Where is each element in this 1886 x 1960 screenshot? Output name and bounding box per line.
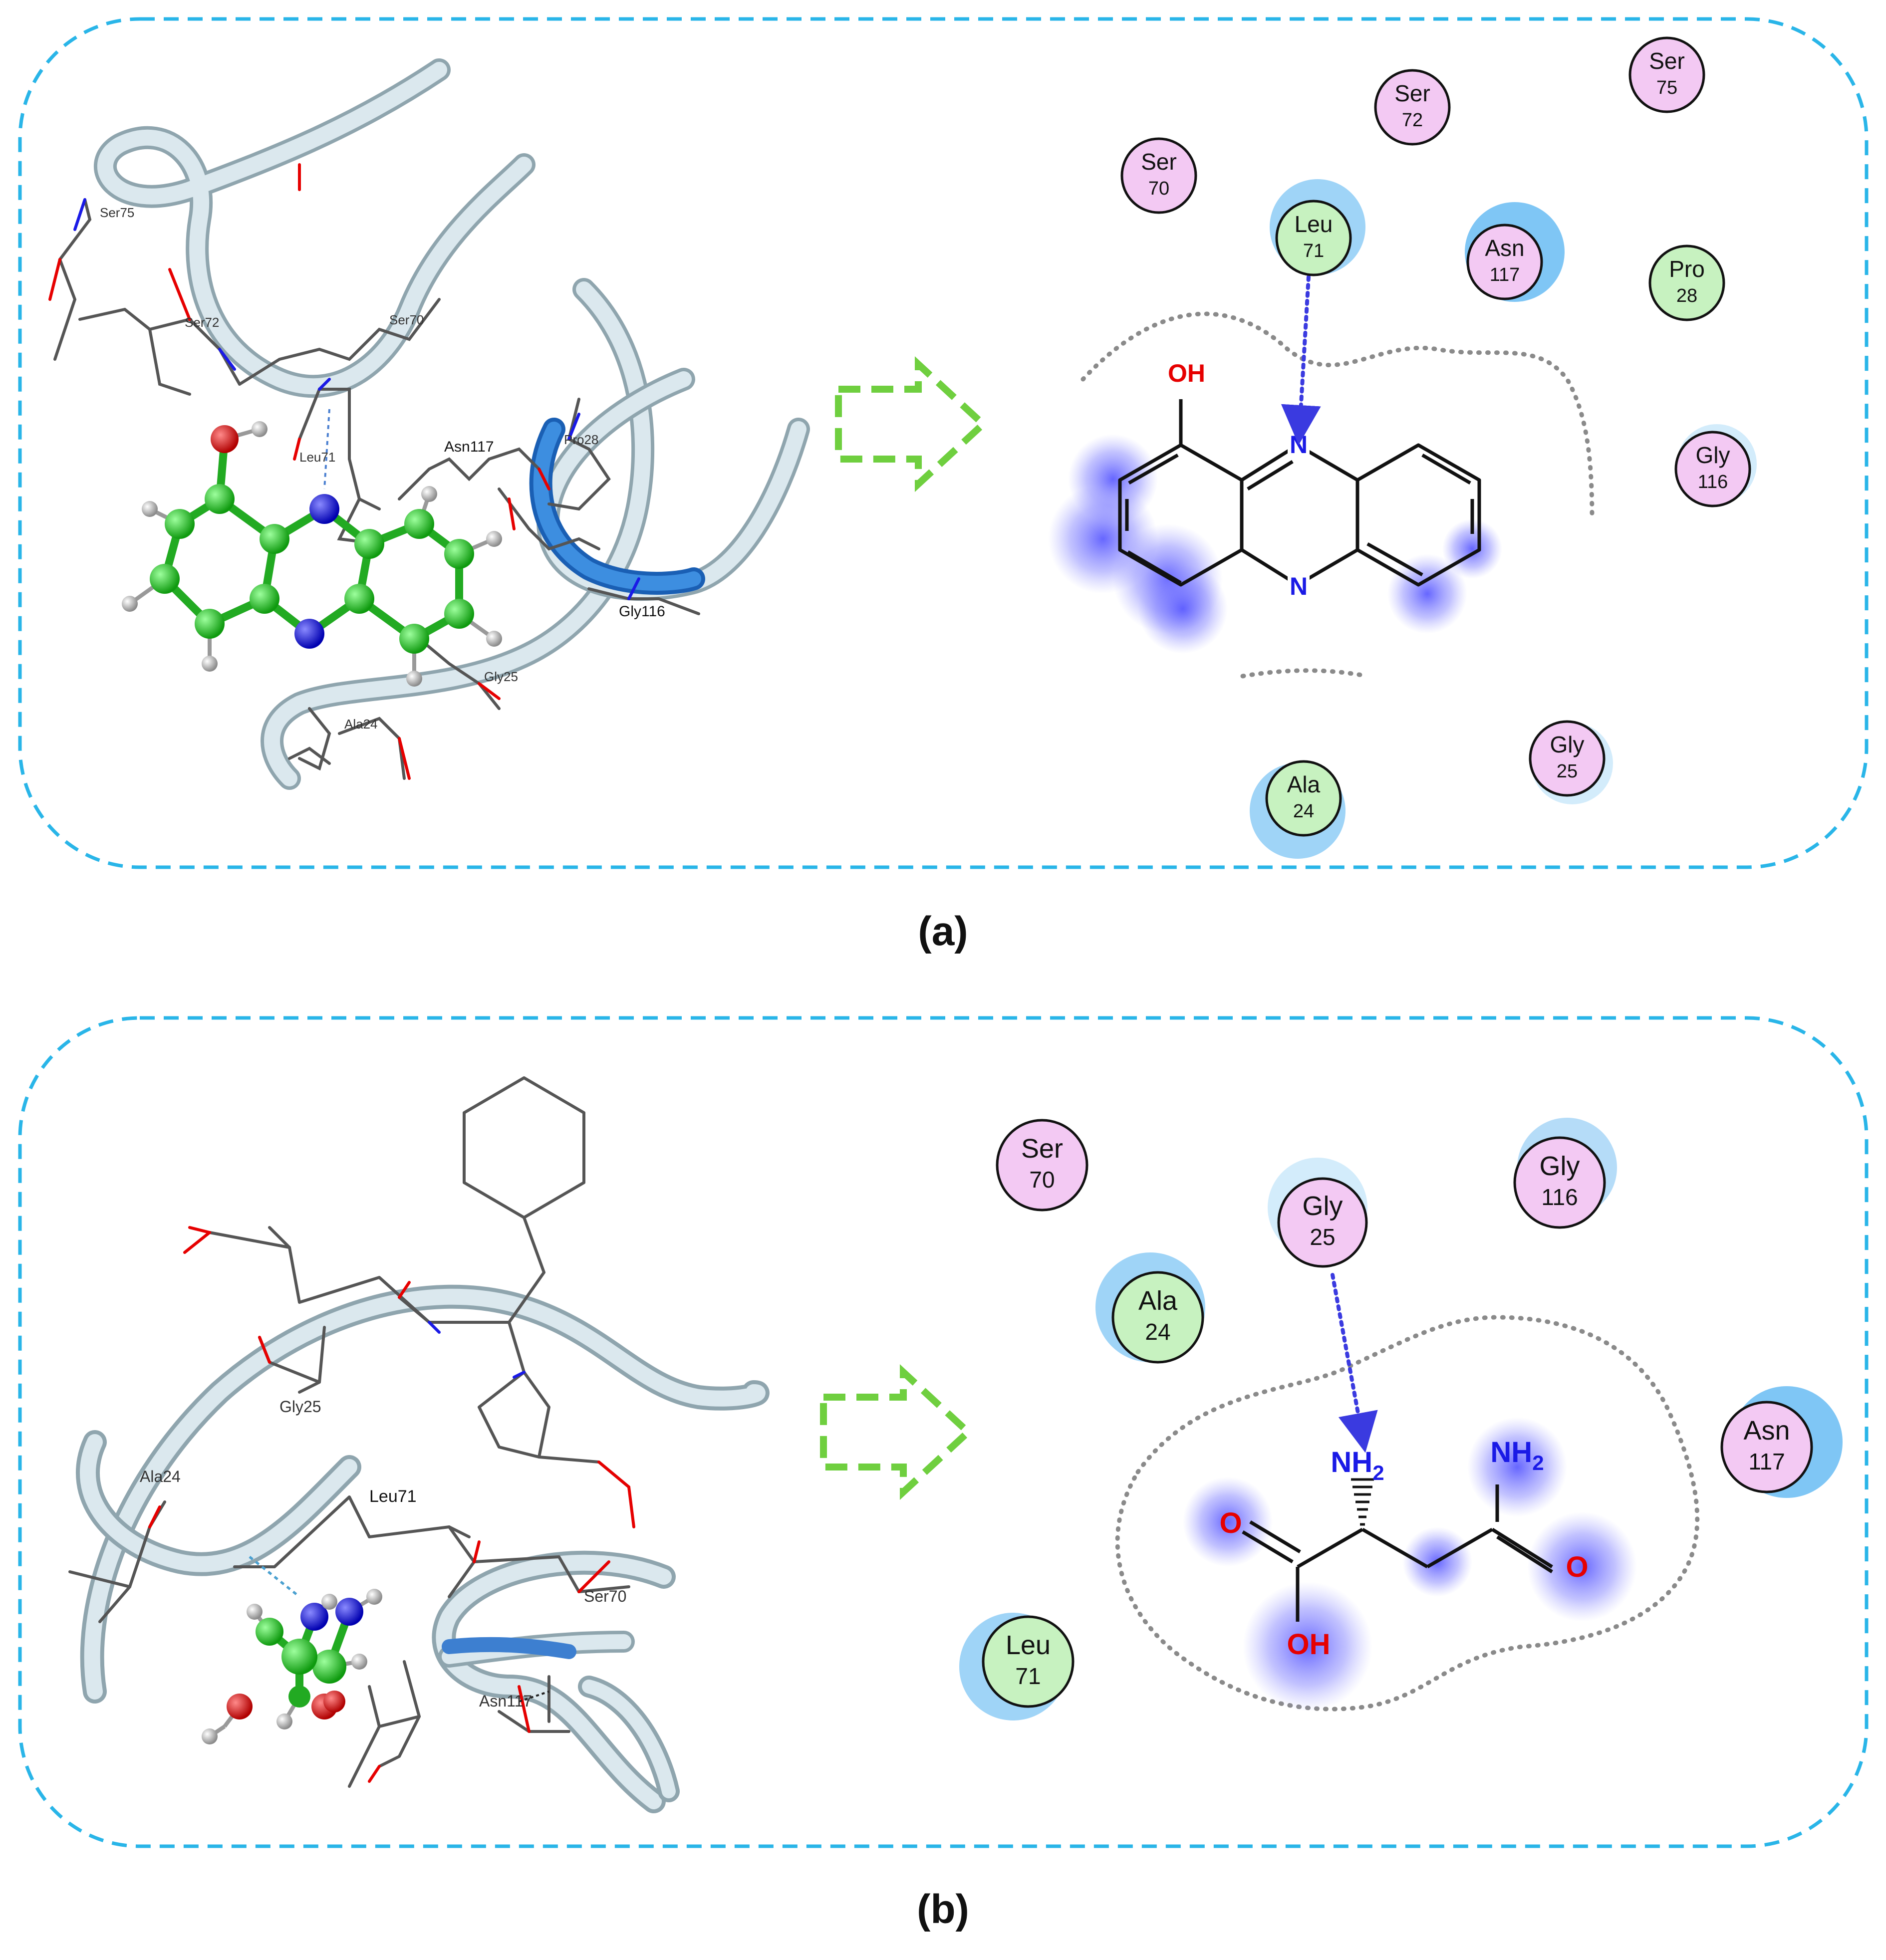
svg-text:Leu: Leu xyxy=(1006,1630,1051,1660)
atom-oh-acid: OH xyxy=(1287,1628,1331,1661)
svg-text:Ser: Ser xyxy=(1141,149,1177,175)
svg-text:70: 70 xyxy=(1029,1167,1055,1193)
svg-text:Asn: Asn xyxy=(1743,1416,1790,1446)
svg-text:25: 25 xyxy=(1310,1224,1335,1250)
svg-text:117: 117 xyxy=(1748,1449,1785,1474)
svg-text:71: 71 xyxy=(1303,241,1324,261)
label3d-asn117: Asn117 xyxy=(444,439,494,455)
residue-asn117: Asn 117 xyxy=(1465,202,1565,302)
svg-text:Leu: Leu xyxy=(1295,211,1333,237)
ligand-ball-and-stick xyxy=(122,421,502,687)
svg-text:24: 24 xyxy=(1145,1319,1170,1345)
transform-arrow-a xyxy=(835,356,989,492)
label3d-ser70-b: Ser70 xyxy=(584,1587,626,1605)
pocket-contour-upper xyxy=(1080,311,1595,521)
svg-text:117: 117 xyxy=(1490,264,1520,285)
residue-ser72: Ser 72 xyxy=(1374,69,1451,146)
svg-text:Ser: Ser xyxy=(1649,48,1685,74)
residue-leu71: Leu 71 xyxy=(1270,179,1365,276)
label3d-asn117-b: Asn117 xyxy=(479,1692,532,1710)
residue-asn117-b: Asn 117 xyxy=(1720,1386,1843,1498)
panel-b-figure: Gly25 Ala24 Leu71 Ser70 Asn117 xyxy=(18,1016,1869,1848)
caption-b: (b) xyxy=(917,1887,969,1932)
panel-a-border xyxy=(18,17,1869,869)
residue-gly25: Gly 25 xyxy=(1529,720,1613,804)
svg-text:25: 25 xyxy=(1557,761,1578,782)
svg-text:24: 24 xyxy=(1293,801,1314,822)
residue-gly116-b: Gly 116 xyxy=(1513,1118,1617,1229)
label3d-ala24-b: Ala24 xyxy=(140,1468,181,1485)
residue-sticks-3d-b xyxy=(68,1076,630,1788)
label3d-leu71-b: Leu71 xyxy=(369,1487,417,1506)
label3d-ser70: Ser70 xyxy=(389,312,424,327)
protein-ribbon-3d xyxy=(94,58,810,790)
svg-text:116: 116 xyxy=(1541,1184,1578,1210)
panel-a-figure: Ser75 Ser72 Ser70 Leu71 Asn117 Pro28 Gly… xyxy=(18,17,1869,869)
svg-text:Pro: Pro xyxy=(1669,256,1705,282)
svg-text:28: 28 xyxy=(1676,285,1697,306)
svg-text:72: 72 xyxy=(1402,110,1423,131)
residue-ala24: Ala 24 xyxy=(1250,760,1346,859)
svg-text:Ser: Ser xyxy=(1394,80,1430,106)
residue-ser70: Ser 70 xyxy=(1120,137,1197,214)
svg-text:Gly: Gly xyxy=(1550,732,1585,757)
panel-a: Ser75 Ser72 Ser70 Leu71 Asn117 Pro28 Gly… xyxy=(0,0,1886,908)
atom-n-upper: N xyxy=(1290,431,1308,459)
atom-o-amide: O xyxy=(1566,1551,1588,1583)
label3d-gly25-b: Gly25 xyxy=(279,1398,321,1416)
residue-leu71-b: Leu 71 xyxy=(959,1613,1075,1720)
svg-text:Ser: Ser xyxy=(1021,1134,1063,1164)
svg-text:116: 116 xyxy=(1698,472,1728,492)
residue-gly116: Gly 116 xyxy=(1674,424,1757,507)
residue-ser75: Ser 75 xyxy=(1628,36,1705,113)
svg-text:Gly: Gly xyxy=(1696,442,1730,468)
label3d-gly116: Gly116 xyxy=(619,603,665,620)
atom-nh2-amide: NH2 xyxy=(1490,1436,1544,1474)
atom-n-lower: N xyxy=(1290,572,1308,600)
residue-ala24-b: Ala 24 xyxy=(1095,1252,1205,1364)
atom-o-acid: O xyxy=(1219,1507,1242,1539)
svg-text:Ala: Ala xyxy=(1287,771,1321,797)
panel-b: Gly25 Ala24 Leu71 Ser70 Asn117 xyxy=(0,998,1886,1866)
protein-ribbon-3d-b xyxy=(76,1284,770,1813)
label3d-ser72: Ser72 xyxy=(185,315,219,330)
caption-a: (a) xyxy=(918,909,968,954)
label3d-pro28: Pro28 xyxy=(564,432,598,447)
svg-text:Asn: Asn xyxy=(1485,235,1524,261)
residue-pro28: Pro 28 xyxy=(1648,245,1725,321)
transform-arrow-b xyxy=(820,1364,974,1500)
labels-3d-b: Gly25 Ala24 Leu71 Ser70 Asn117 xyxy=(140,1398,626,1710)
labels-3d-a: Ser75 Ser72 Ser70 Leu71 Asn117 Pro28 Gly… xyxy=(100,205,665,732)
atom-oh: OH xyxy=(1168,359,1205,387)
label3d-ser75: Ser75 xyxy=(100,205,134,220)
hbond-gly25 xyxy=(1331,1273,1378,1453)
interaction-diagram-a: OH N N Ser 70 Ser 72 Ser 75 Leu 71 xyxy=(1048,36,1757,859)
pocket-contour-lower xyxy=(1240,668,1370,679)
residue-gly25-b: Gly 25 xyxy=(1268,1158,1368,1268)
residue-sticks-heteroatoms xyxy=(48,163,640,780)
svg-text:Gly: Gly xyxy=(1303,1191,1343,1221)
svg-text:Ala: Ala xyxy=(1138,1286,1178,1316)
svg-text:71: 71 xyxy=(1015,1663,1041,1689)
label3d-ala24: Ala24 xyxy=(344,717,378,732)
residue-sticks-heteroatoms-b xyxy=(148,1226,635,1783)
hbond-leu71 xyxy=(1281,275,1321,445)
hbond-3d xyxy=(323,409,330,490)
residue-ser70-b: Ser 70 xyxy=(996,1119,1088,1212)
label3d-gly25: Gly25 xyxy=(484,669,518,684)
svg-text:Gly: Gly xyxy=(1540,1151,1580,1181)
svg-text:75: 75 xyxy=(1656,77,1677,98)
interaction-diagram-b: NH2 NH2 O OH O Ser 70 Gly 25 Gly 116 Ala… xyxy=(959,1118,1843,1720)
hashed-wedge xyxy=(1351,1478,1374,1526)
hbond-3d-b xyxy=(249,1556,300,1598)
label3d-leu71: Leu71 xyxy=(299,450,335,465)
panel-b-border xyxy=(18,1016,1869,1848)
pocket-contour-b xyxy=(1115,1315,1700,1712)
hbond-3d-b2 xyxy=(519,1691,549,1703)
ligand-ball-and-stick-b xyxy=(202,1589,382,1744)
svg-text:70: 70 xyxy=(1148,178,1169,199)
